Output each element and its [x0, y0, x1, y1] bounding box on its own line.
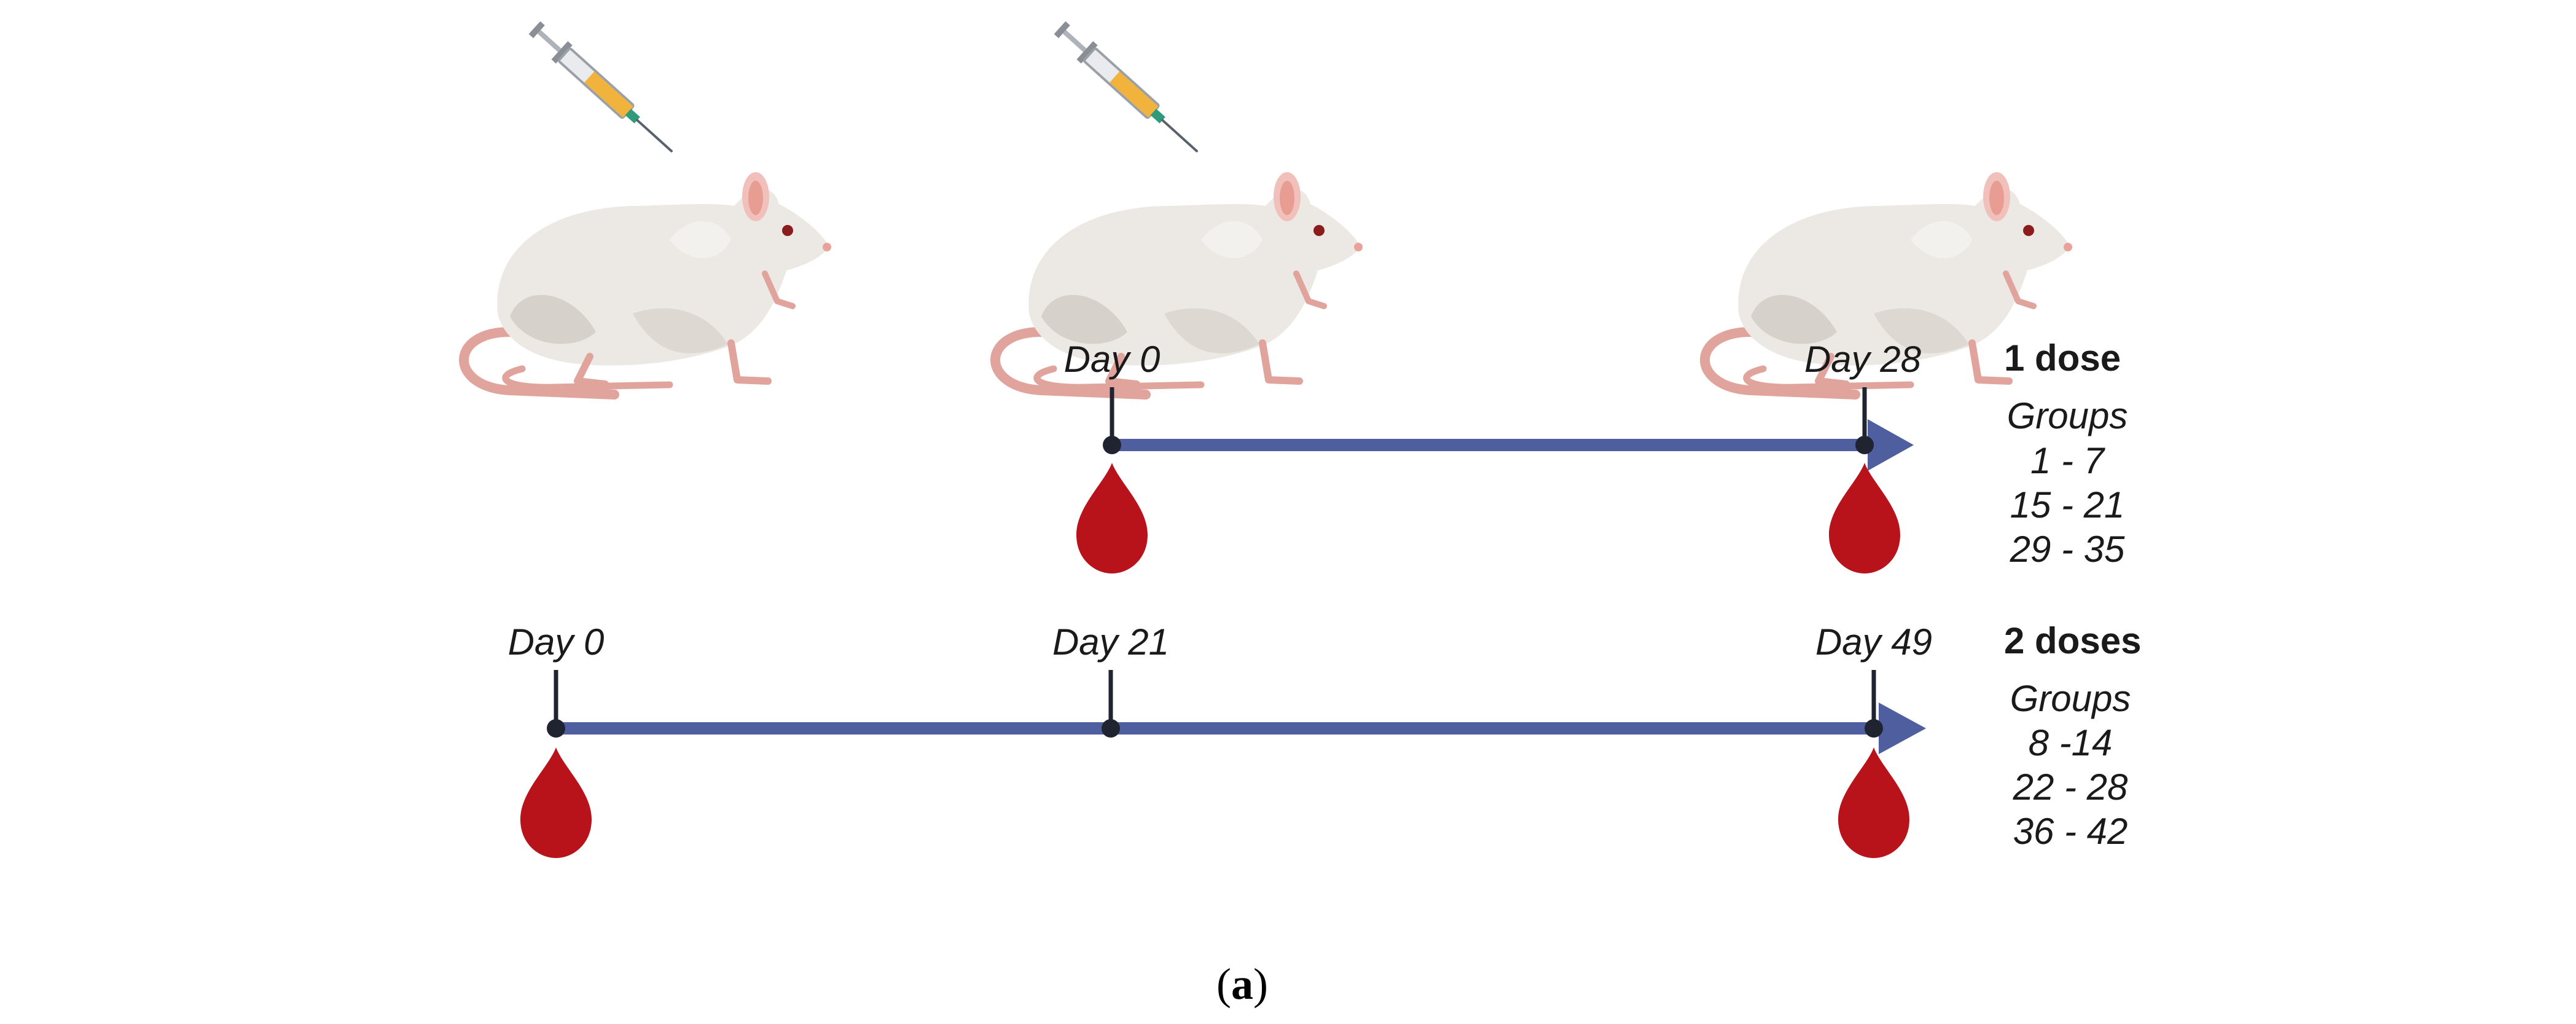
blood-drop-icon [1829, 463, 1900, 573]
day-label: Day 0 [1064, 339, 1161, 380]
day-label: Day 0 [508, 621, 605, 663]
blood-drop-icon [520, 747, 592, 858]
one-dose-timeline: Day 0 Day 28 [1064, 339, 1922, 573]
group-range: 22 - 28 [2013, 766, 2128, 808]
syringe-icon [1050, 17, 1207, 162]
timeline-arrowhead [1868, 419, 1914, 471]
blood-drop-icon [1838, 747, 1909, 858]
timeline-node [1103, 436, 1121, 454]
two-doses-title: 2 doses [2004, 620, 2141, 661]
day-label: Day 28 [1804, 339, 1922, 380]
rat-icon [464, 172, 831, 395]
one-dose-title: 1 dose [2004, 337, 2121, 379]
rat-icon [995, 172, 1363, 395]
groups-label: Groups [2007, 395, 2128, 436]
group-range: 8 -14 [2029, 722, 2113, 763]
timeline-node [1855, 436, 1874, 454]
group-range: 1 - 7 [2030, 440, 2106, 481]
figure-caption: (a) [1216, 959, 1268, 1009]
group-range: 15 - 21 [2010, 484, 2125, 526]
day-label: Day 49 [1815, 621, 1932, 663]
timeline-arrowhead [1879, 703, 1926, 754]
syringe-icon [525, 17, 681, 162]
group-range: 29 - 35 [2010, 529, 2125, 570]
timeline-node [1102, 719, 1120, 738]
group-range: 36 - 42 [2013, 811, 2128, 852]
groups-label: Groups [2010, 678, 2131, 719]
day-label: Day 21 [1052, 621, 1169, 663]
timeline-node [547, 719, 565, 738]
two-doses-timeline: Day 0 Day 21 Day 49 [508, 621, 1932, 858]
blood-drop-icon [1076, 463, 1148, 573]
timeline-node [1865, 719, 1883, 738]
